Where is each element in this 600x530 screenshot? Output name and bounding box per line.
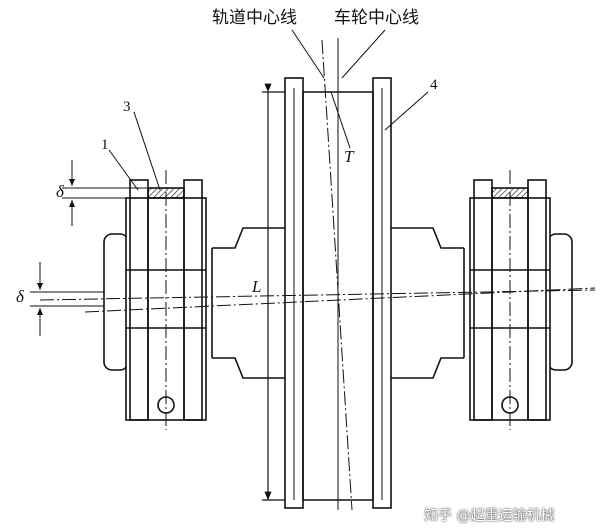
wheel-centerline-line: [321, 39, 353, 511]
watermark: 知乎 @起重运输机械: [424, 508, 555, 524]
axle-centerline: [39, 289, 596, 301]
track-centerline-label: 轨道中心线: [212, 8, 297, 28]
dimension-delta-left: [30, 262, 104, 336]
axle: [211, 227, 465, 379]
left-bearing-housing: [103, 179, 207, 421]
distance-L-label: L: [252, 277, 262, 296]
delta-upper-label: δ: [56, 182, 64, 201]
skew-T-label: T: [344, 147, 354, 166]
right-bearing-housing: [469, 179, 573, 421]
part-1-label: 1: [101, 137, 109, 153]
part-4-label: 4: [430, 77, 438, 93]
part-3-label: 3: [123, 99, 131, 115]
delta-left-label: δ: [16, 287, 24, 306]
wheel-centerline-label: 车轮中心线: [334, 8, 419, 28]
dimension-L: [262, 83, 285, 501]
dimension-delta-upper: [62, 160, 148, 226]
wheel-body: [284, 77, 392, 509]
